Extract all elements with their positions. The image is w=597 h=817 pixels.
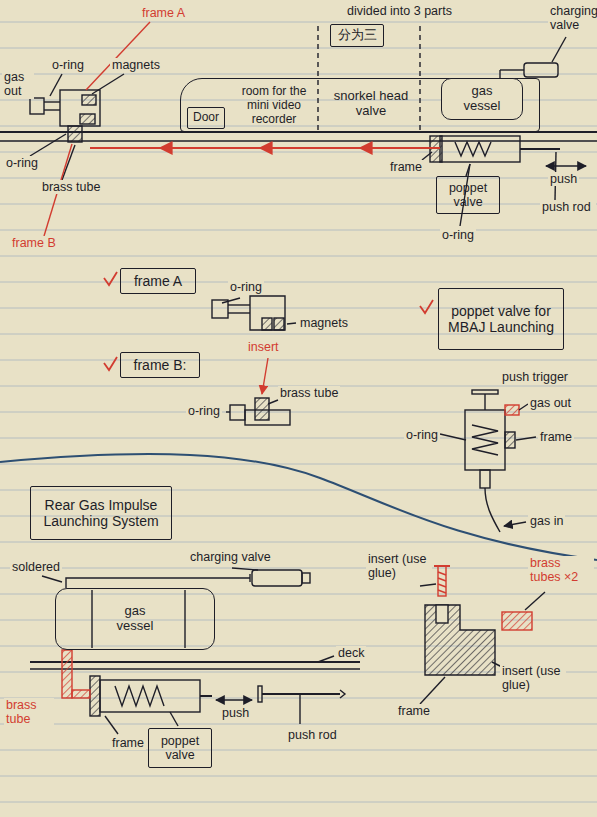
rear-assembly	[30, 568, 360, 734]
ruling-line	[0, 802, 597, 803]
part-label: brass tube	[4, 698, 54, 727]
divider-curve	[0, 454, 597, 560]
part-label: magnets	[110, 58, 162, 72]
ruling-line	[0, 750, 597, 751]
part-label: gas out	[528, 396, 573, 410]
node-text: gas vessel	[105, 604, 165, 634]
part-name-box: poppet valve	[436, 176, 500, 214]
part-label: deck	[336, 646, 366, 660]
part-label: insert (use glue)	[500, 664, 566, 693]
part-label: divided into 3 parts	[345, 4, 454, 18]
part-label: frame	[396, 704, 432, 718]
part-label: frame B	[10, 236, 58, 250]
part-name-box: poppet valve	[148, 728, 212, 768]
part-label: o-ring	[4, 156, 40, 170]
gas-flow-line	[44, 22, 440, 236]
part-label: brass tube	[278, 386, 340, 400]
node-text: poppet valve	[153, 734, 207, 763]
part-label: frame	[110, 736, 146, 750]
top-assembly	[0, 26, 597, 226]
part-label: o-ring	[440, 228, 476, 242]
node-text: room for the mini video recorder	[229, 85, 319, 126]
node-text: Door	[193, 111, 219, 125]
part-label: o-ring	[228, 280, 264, 294]
part-label: frame	[538, 430, 574, 444]
ruling-line	[0, 646, 597, 647]
ruling-line	[0, 204, 597, 205]
check-marks	[104, 272, 433, 370]
node-text: frame A	[134, 273, 182, 289]
node-text: 分为三	[338, 28, 377, 43]
part-label: frame A	[140, 6, 187, 20]
ruling-line	[0, 74, 597, 75]
part-label: charging valve	[188, 550, 273, 564]
part-label: insert (use glue)	[366, 552, 432, 581]
ruling-line	[0, 48, 597, 49]
gas-vessel: gas vessel	[441, 78, 523, 120]
node-text: poppet valve	[441, 181, 495, 210]
part-label: brass tube	[40, 180, 102, 194]
section-title-box: Rear Gas Impulse Launching System	[30, 486, 172, 540]
part-label: insert	[246, 340, 281, 354]
node-text: snorkel head valve	[327, 89, 415, 119]
ruling-line	[0, 724, 597, 725]
door-box: Door	[187, 107, 225, 129]
chinese-note-box: 分为三	[330, 24, 384, 47]
gas-vessel: gas vessel	[55, 588, 215, 650]
part-label: push rod	[540, 200, 596, 214]
node-text: Rear Gas Impulse Launching System	[35, 497, 167, 529]
ruling-line	[0, 776, 597, 777]
part-label: magnets	[298, 316, 350, 330]
node-text: frame B:	[134, 357, 187, 373]
part-label: frame	[388, 160, 424, 174]
part-label: push rod	[286, 728, 339, 742]
ruling-line	[0, 178, 597, 179]
ruling-line	[0, 594, 597, 595]
part-label: o-ring	[50, 58, 86, 72]
part-label: push	[220, 706, 251, 720]
part-label: brass tubes ×2	[528, 556, 594, 585]
ruling-line	[0, 152, 597, 153]
ruling-line	[0, 360, 597, 361]
part-label: charging valve	[548, 4, 597, 33]
node-text: gas vessel	[457, 84, 507, 114]
ruling-line	[0, 568, 597, 569]
ruling-line	[0, 22, 597, 23]
part-label: gas out	[2, 70, 34, 99]
ruling-line	[0, 490, 597, 491]
paper-ruling	[0, 22, 597, 802]
brass-tube-red	[62, 650, 90, 698]
part-label: push trigger	[500, 370, 570, 384]
ruling-line	[0, 282, 597, 283]
node-text: poppet valve for MBAJ Launching	[443, 303, 559, 335]
mbaj-poppet	[440, 390, 536, 532]
ruling-line	[0, 464, 597, 465]
frame-a-detail	[212, 296, 296, 330]
part-label: push	[548, 172, 579, 186]
section-title-box: frame A	[120, 268, 196, 294]
ruling-line	[0, 542, 597, 543]
part-label: gas in	[528, 514, 565, 528]
part-label: o-ring	[186, 404, 222, 418]
section-title-box: poppet valve for MBAJ Launching	[438, 288, 564, 350]
hull-outline: room for the mini video recorder snorkel …	[180, 78, 540, 132]
ruling-line	[0, 230, 597, 231]
part-label: soldered	[10, 560, 62, 574]
ruling-line	[0, 256, 597, 257]
part-label: o-ring	[404, 428, 440, 442]
section-title-box: frame B:	[120, 352, 200, 378]
